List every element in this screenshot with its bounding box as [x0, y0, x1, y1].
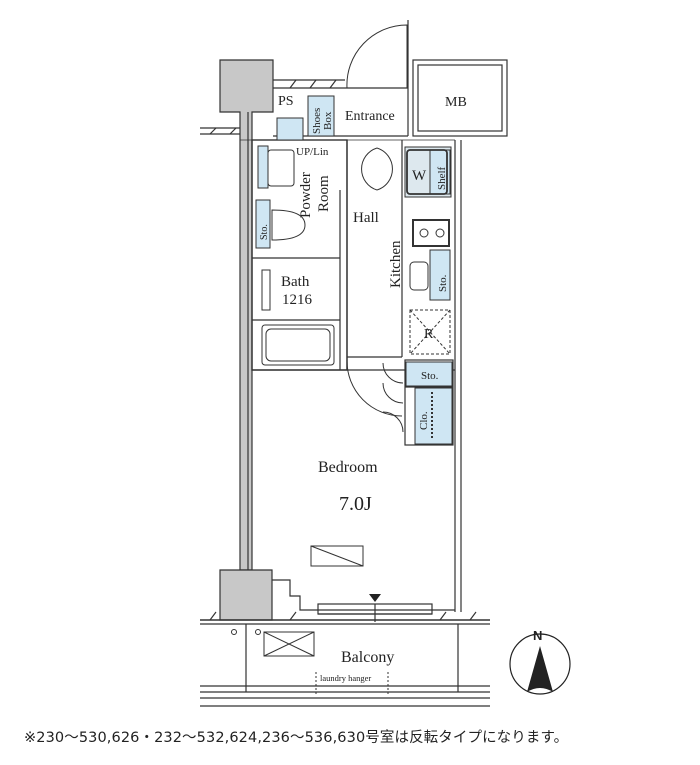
- label-hall: Hall: [353, 210, 379, 226]
- label-shoes-box-2: Box: [322, 111, 334, 130]
- toilet: [271, 209, 306, 241]
- kitchen-sink: [409, 261, 429, 291]
- label-kitchen-storage: Sto.: [437, 274, 449, 292]
- label-ps: PS: [278, 94, 294, 109]
- bathtub: [261, 324, 335, 366]
- north-compass: N: [509, 628, 571, 695]
- label-storage-left: Sto.: [259, 224, 270, 240]
- washing-machine-pan: [406, 149, 448, 195]
- air-conditioner: [310, 545, 364, 567]
- kitchen-storage: [429, 249, 451, 301]
- label-bedroom: Bedroom: [318, 459, 378, 476]
- outdoor-unit: [263, 631, 315, 657]
- closet-fill[interactable]: [414, 387, 453, 445]
- bedroom-storage-fill[interactable]: [405, 361, 453, 387]
- label-laundry-hanger: laundry hanger: [320, 673, 371, 683]
- storage-left[interactable]: [255, 199, 271, 249]
- window-marker: [369, 594, 381, 602]
- left-column-top: [219, 59, 274, 571]
- entrance-door[interactable]: [346, 24, 408, 89]
- meter-box-outer: [412, 59, 508, 137]
- label-closet: Clo.: [418, 411, 430, 430]
- left-column-bottom: [219, 569, 273, 621]
- shoes-box[interactable]: [307, 95, 335, 137]
- storage-fills: [255, 95, 453, 445]
- compass-label: N: [533, 628, 542, 643]
- label-kitchen: Kitchen: [388, 240, 404, 288]
- label-up-lin: UP/Lin: [296, 146, 329, 158]
- label-bedroom-size: 7.0J: [339, 493, 372, 515]
- stove: [412, 219, 450, 247]
- label-refrigerator: R: [424, 327, 434, 342]
- label-bedroom-storage: Sto.: [421, 370, 439, 382]
- label-entrance: Entrance: [345, 109, 395, 124]
- label-powder-room-2: Room: [316, 175, 332, 212]
- wall-hatching: [209, 79, 477, 621]
- label-bath: Bath: [281, 274, 310, 290]
- label-shelf: Shelf: [436, 166, 448, 190]
- compass-arrow-icon: [527, 646, 553, 692]
- linen-shelf: [276, 117, 304, 141]
- fixtures: [231, 147, 451, 696]
- powder-room-vanity: [257, 145, 269, 189]
- label-shoes-box-1: Shoes: [311, 108, 323, 134]
- structural-walls: [200, 20, 508, 707]
- label-powder-room-1: Powder: [298, 172, 314, 218]
- label-balcony: Balcony: [341, 649, 394, 666]
- label-washer: W: [412, 168, 427, 184]
- footnote: ※230〜530,626・232〜532,624,236〜536,630号室は反…: [24, 730, 569, 746]
- label-meter-box: MB: [445, 95, 467, 110]
- refrigerator-space: [409, 309, 451, 355]
- label-bath-size: 1216: [282, 292, 313, 308]
- compass-circle: [509, 633, 571, 695]
